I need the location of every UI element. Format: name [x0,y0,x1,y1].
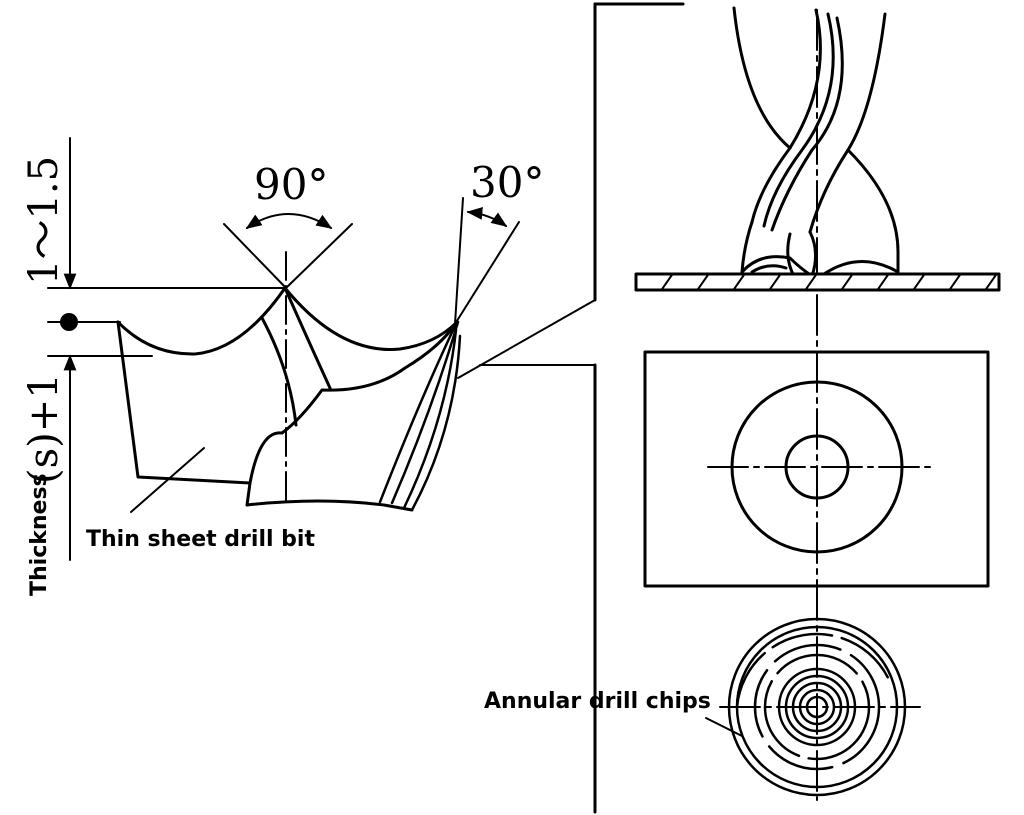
annular-chips [705,617,921,797]
thickness-dimension-prefix: Thickness [27,473,52,596]
detail-frame [593,2,685,814]
twist-drill [732,6,900,278]
chips-label: Annular drill chips [484,689,711,714]
drill-bit-leader [130,447,205,513]
thickness-dimension-formula: (s)+1 [21,373,67,484]
drilling-setup [593,2,1001,814]
drill-bit-label: Thin sheet drill bit [86,527,315,552]
drill-bit-body [116,286,462,512]
chips-leader [705,717,743,737]
point-angle-lines [223,213,353,289]
thin-sheet [634,272,1001,292]
angle-30-label: 30° [470,158,544,207]
drill-point-detail [47,137,596,561]
margin-dimension-label: 1～1.5 [21,156,67,285]
angle-90-label: 90° [254,160,328,209]
connector-lines [457,299,596,379]
reference-dot [60,313,78,331]
margin-angle-lines [454,197,520,325]
sheet-plan-view [643,350,990,588]
